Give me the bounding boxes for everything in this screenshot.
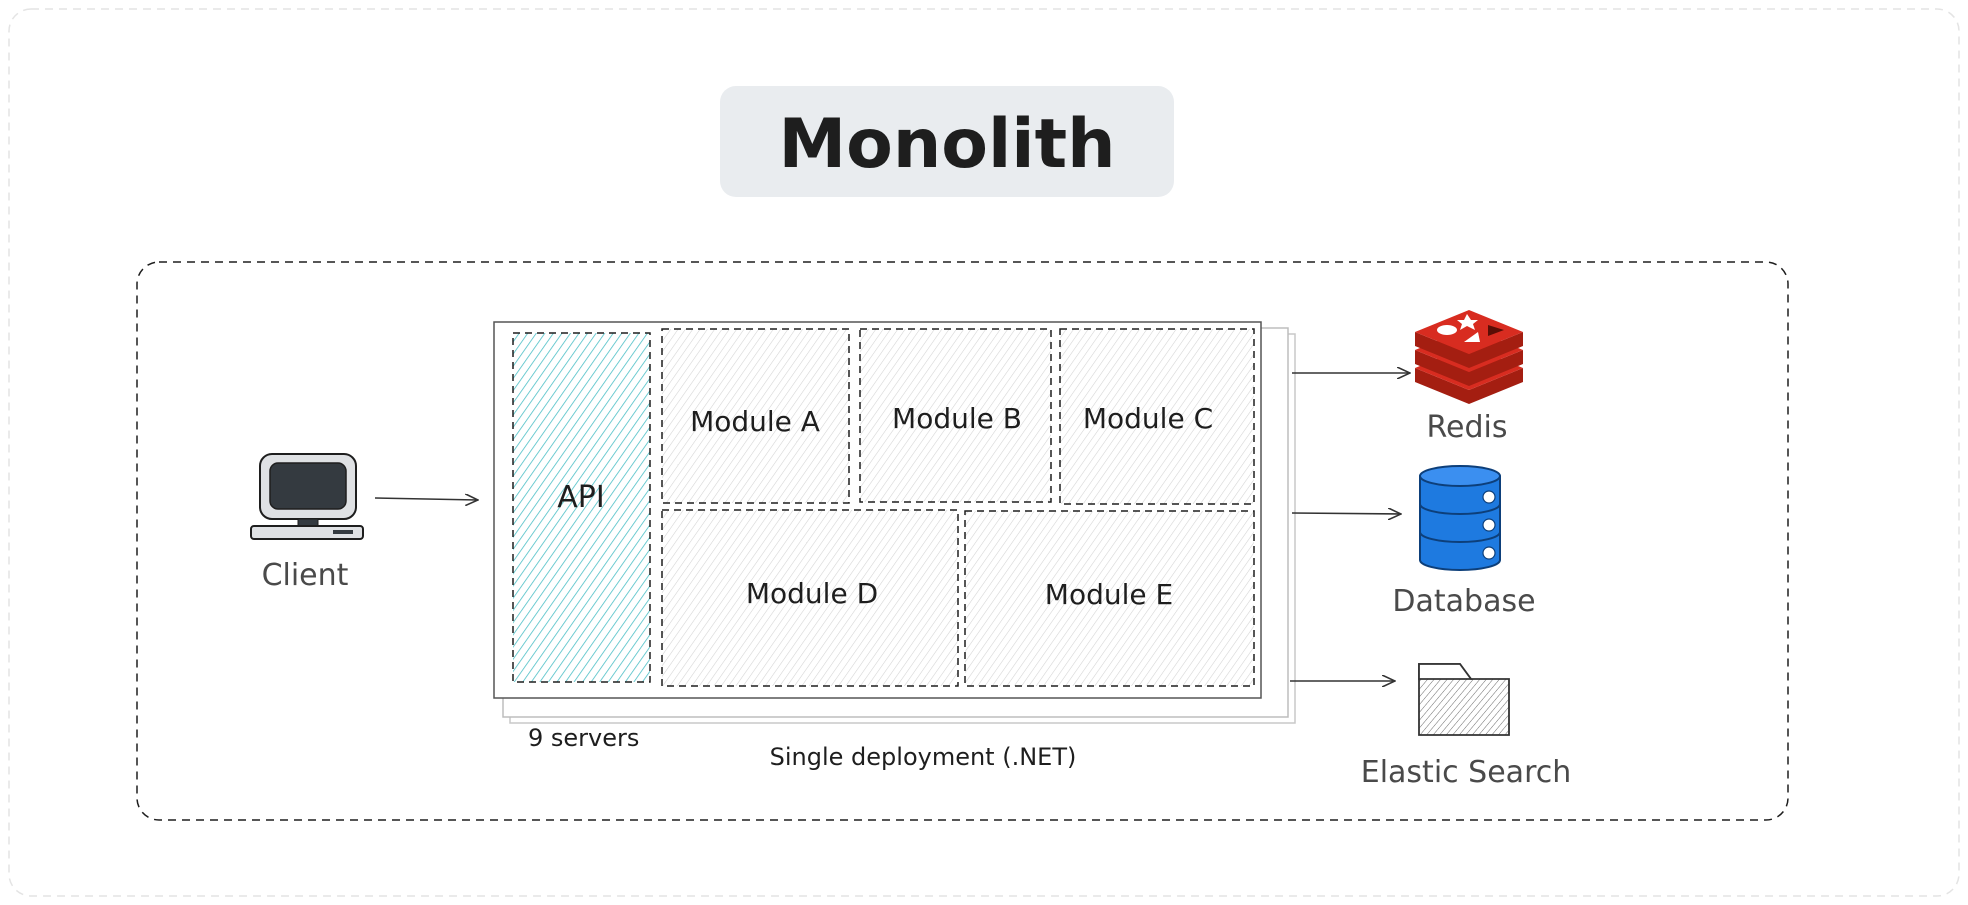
elastic-search-label: Elastic Search: [1361, 755, 1572, 790]
module-a-block: Module A: [661, 328, 850, 504]
api-label: API: [557, 480, 604, 515]
module-a-label: Module A: [690, 405, 820, 438]
module-b-label: Module B: [892, 402, 1022, 435]
title-background: [720, 86, 1174, 197]
redis-label: Redis: [1427, 410, 1508, 445]
folder-icon: [1418, 663, 1510, 736]
redis-icon: [1415, 310, 1523, 404]
servers-caption: 9 servers: [528, 724, 639, 752]
page-title: Monolith: [778, 105, 1115, 184]
database-icon: [1419, 465, 1501, 571]
module-e-block: Module E: [964, 510, 1255, 687]
app-to-database-arrow: [1291, 513, 1401, 514]
client-to-api-arrow: [374, 498, 478, 500]
elastic-search-node: Elastic Search: [1361, 663, 1572, 790]
deployment-caption: Single deployment (.NET): [770, 743, 1077, 771]
api-block: API: [512, 332, 651, 683]
module-c-block: Module C: [1059, 328, 1255, 505]
database-label: Database: [1392, 584, 1535, 619]
page-frame: [8, 8, 1960, 897]
module-d-label: Module D: [746, 577, 878, 610]
client-label: Client: [262, 558, 349, 593]
title-block: Monolith: [720, 86, 1174, 197]
module-e-label: Module E: [1045, 578, 1173, 611]
client-node: Client: [250, 453, 364, 593]
database-node: Database: [1392, 465, 1536, 619]
module-c-label: Module C: [1083, 402, 1213, 435]
system-boundary: [136, 261, 1789, 821]
module-b-block: Module B: [859, 328, 1052, 503]
module-d-block: Module D: [661, 509, 959, 687]
computer-icon: [250, 453, 364, 540]
redis-node: Redis: [1415, 310, 1523, 445]
